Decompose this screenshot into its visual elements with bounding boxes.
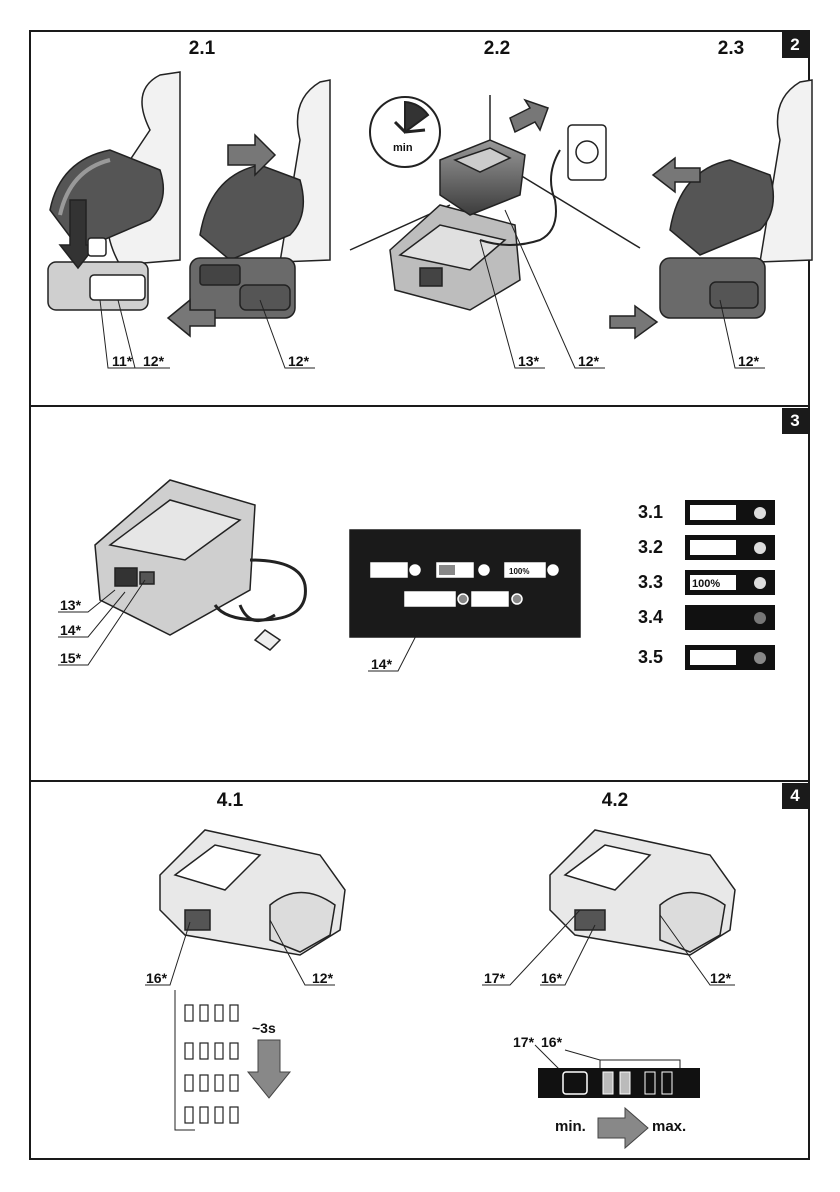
max-label: max. [652,1118,686,1135]
battery-drawing-4-1 [160,830,345,955]
row-label-3-1: 3.1 [638,502,663,523]
level-indicator-strip [538,1068,700,1098]
tool-drawing-2-1b [168,80,330,336]
callout-12: 12* [578,353,599,369]
callout-15: 15* [60,650,81,666]
panel-percent: 100% [509,567,529,576]
tool-drawing-2-3 [610,80,812,338]
callout-12: 12* [710,970,731,986]
tool-drawing-2-1 [48,72,180,310]
callout-12: 12* [143,353,164,369]
blink-sequence [185,1005,238,1123]
row-label-3-2: 3.2 [638,537,663,558]
min-label: min. [555,1118,586,1135]
callout-17: 17* [513,1034,534,1050]
min-max-arrow-icon [598,1108,648,1148]
callout-13: 13* [60,597,81,613]
battery-drawing-4-2 [550,830,735,955]
timer-unit: min [393,142,413,154]
callout-16: 16* [541,970,562,986]
timer-icon [370,97,440,167]
callout-12: 12* [738,353,759,369]
charger-drawing-3 [95,480,305,650]
callout-12: 12* [288,353,309,369]
row-percent: 100% [692,578,720,590]
callout-17: 17* [484,970,505,986]
row-label-3-4: 3.4 [638,607,663,628]
duration-label: ~3s [252,1020,276,1036]
callout-12: 12* [312,970,333,986]
row-label-3-5: 3.5 [638,647,663,668]
down-arrow-icon [248,1040,290,1098]
callout-11: 11* [112,353,132,369]
row-label-3-3: 3.3 [638,572,663,593]
callout-16: 16* [541,1034,562,1050]
indicator-panel [350,530,580,637]
callout-13: 13* [518,353,539,369]
callout-16: 16* [146,970,167,986]
callout-14: 14* [371,656,392,672]
callout-14: 14* [60,622,81,638]
